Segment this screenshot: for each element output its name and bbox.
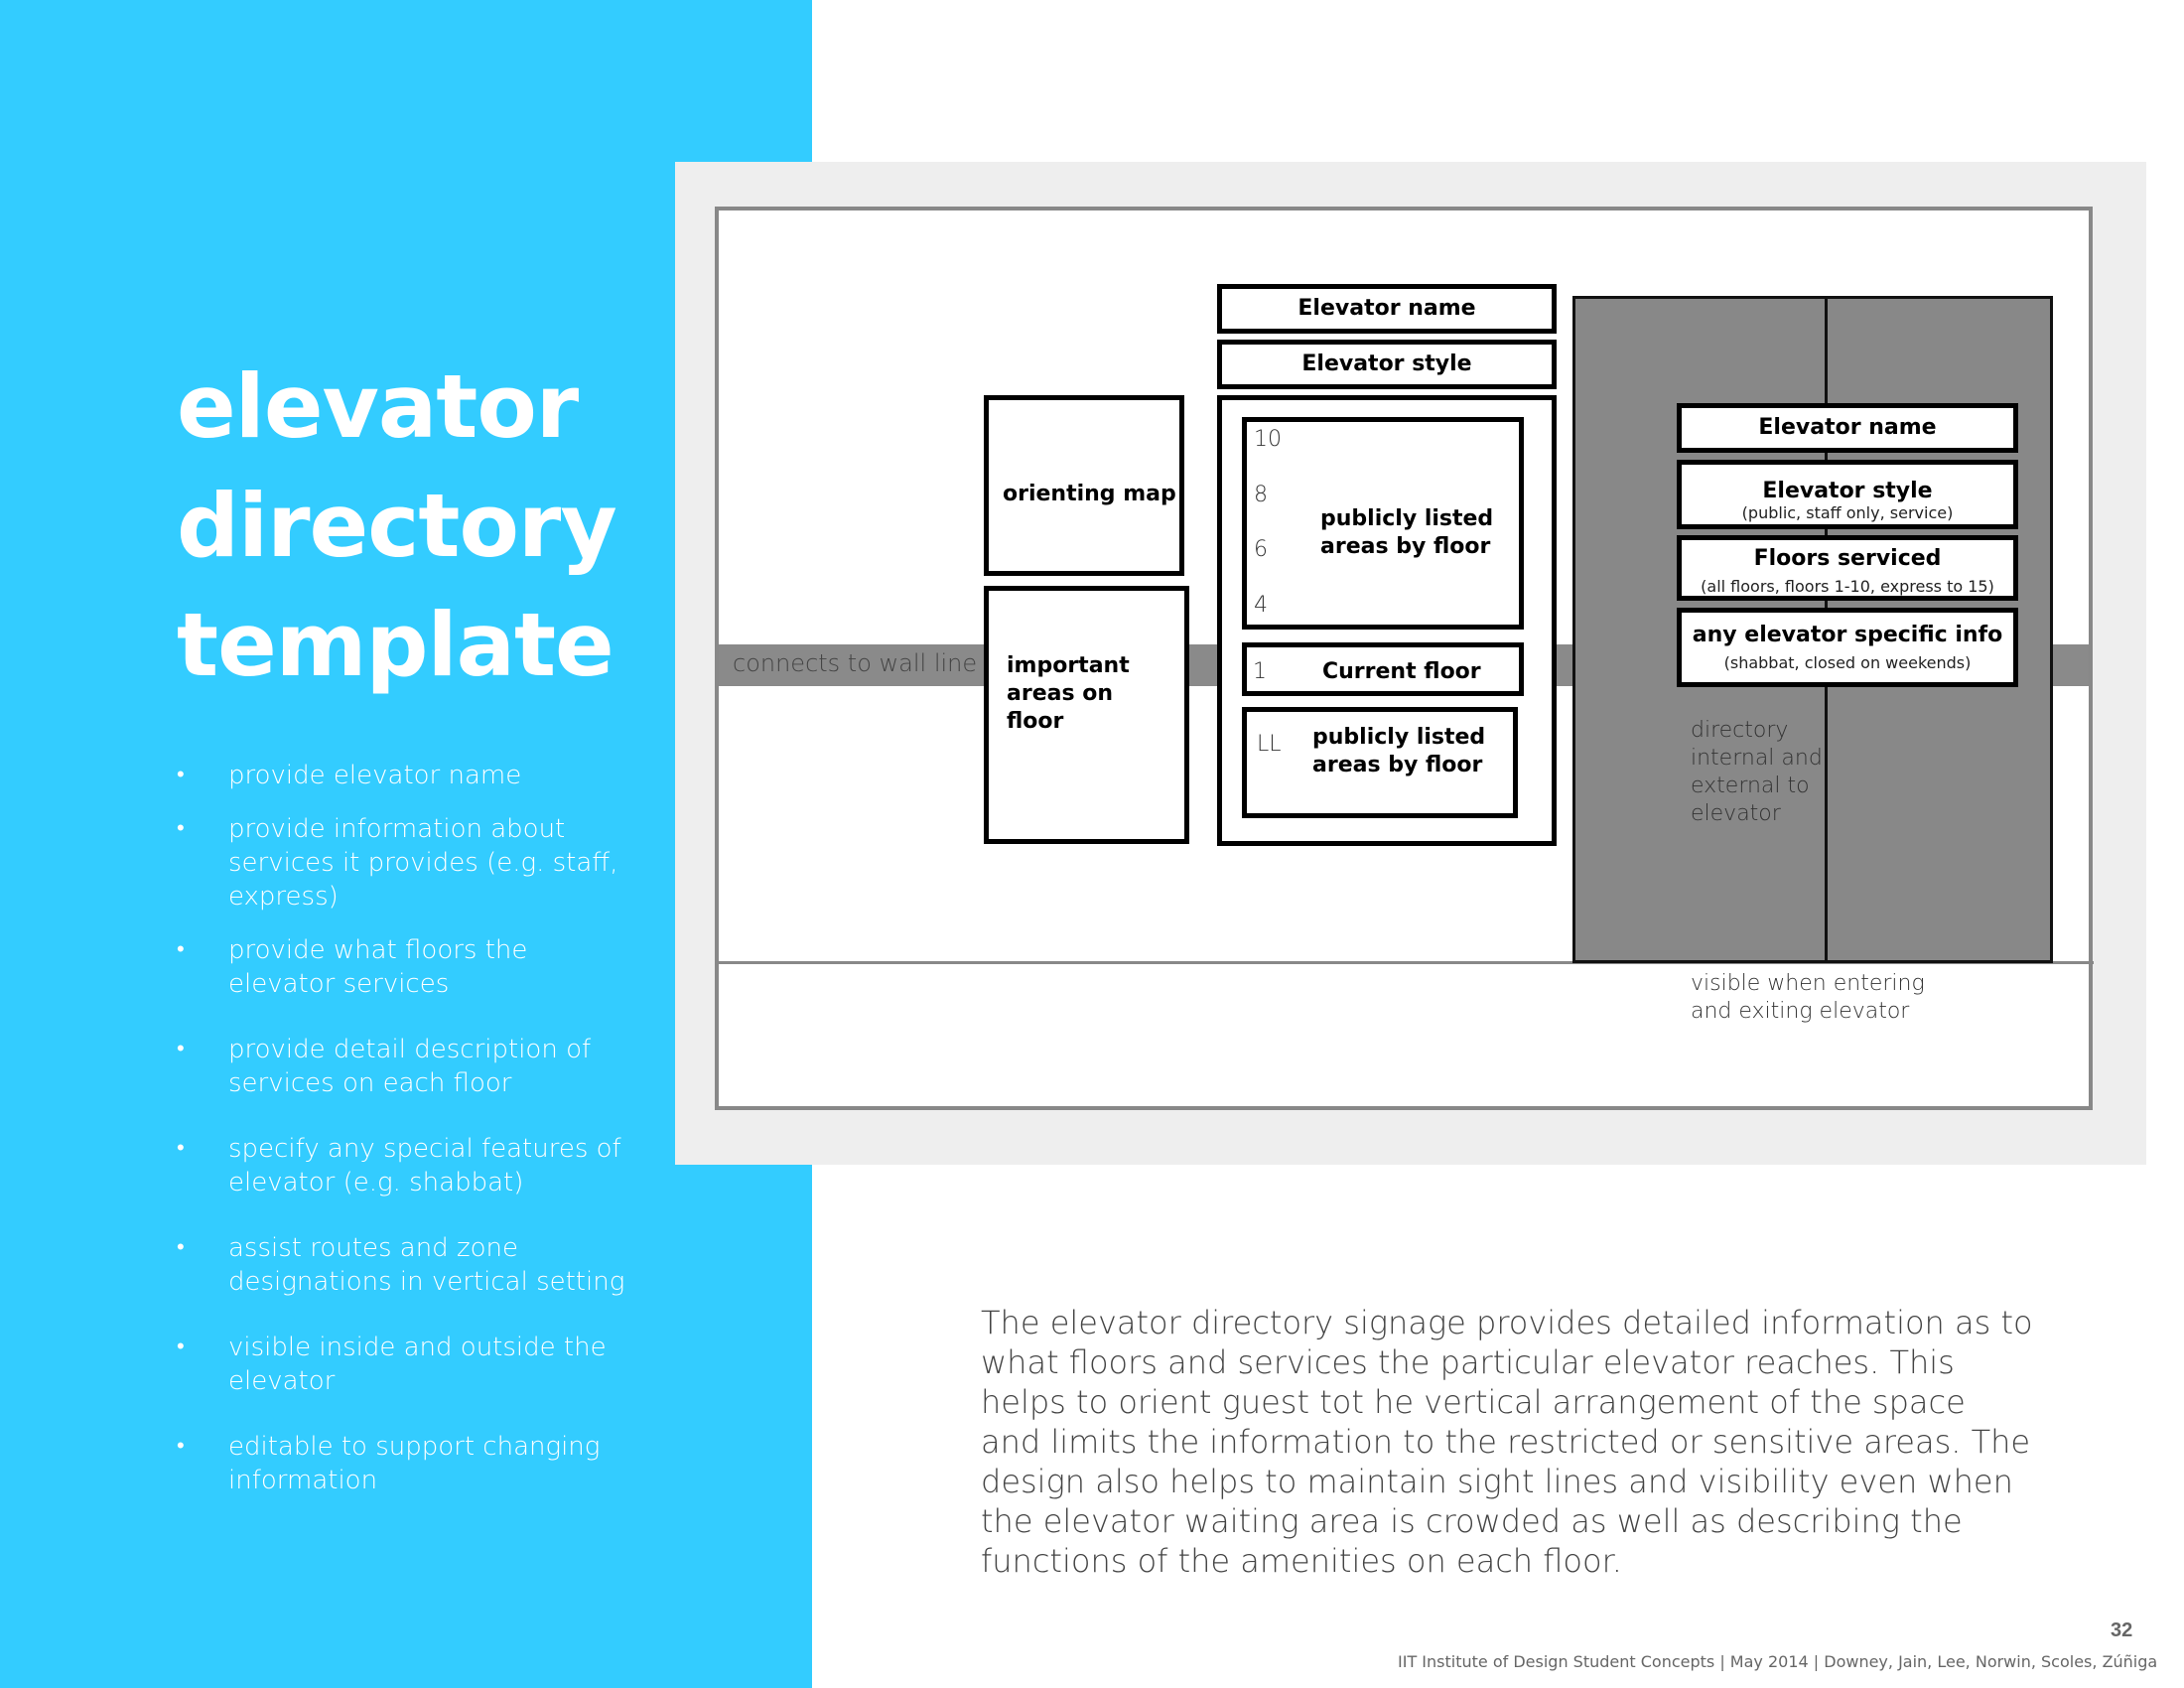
upper-floor-listing-box: publicly listed areas by floor [1242,417,1524,630]
visibility-note-line: visible when entering [1691,971,1925,996]
important-areas-box: important areas on floor [984,586,1189,844]
panel-elevator-info-box: any elevator specific info (shabbat, clo… [1677,608,2018,687]
lower-floor-number: LL [1257,732,1282,757]
list-item: • provide information about services it p… [177,812,633,914]
visibility-note-line: and exiting elevator [1691,999,1910,1024]
bullet-icon: • [177,763,185,787]
bullet-icon: • [177,1434,185,1459]
panel-elevator-info-sub: (shabbat, closed on weekends) [1723,653,1972,672]
bullet-icon: • [177,1136,185,1161]
title-line: template [177,594,614,696]
bullet-icon: • [177,1037,185,1061]
credits-line: IIT Institute of Design Student Concepts… [1398,1652,2158,1671]
page-title: elevator directory template [177,348,617,705]
description-paragraph: The elevator directory signage provides … [981,1304,2033,1580]
door-note: directory internal and external to eleva… [1691,717,1823,828]
current-floor-box: 1 Current floor [1242,642,1524,696]
bullet-icon: • [177,1335,185,1359]
title-line: elevator [177,355,579,458]
floor-number: 6 [1254,537,1268,562]
door-note-line: directory [1691,718,1789,743]
feature-list: • provide elevator name • provide informat… [177,759,633,1497]
list-item-text: visible inside and outside the elevator [228,1333,607,1396]
floor-number: 4 [1254,593,1268,618]
list-item-text: editable to support changing information [228,1432,601,1495]
current-floor-number: 1 [1253,659,1267,684]
list-item: • specify any special features of elevato… [177,1132,633,1199]
title-line: directory [177,475,617,577]
upper-floor-listing-label: publicly listed areas by floor [1320,506,1494,559]
list-item-text: provide information about services it pr… [228,814,618,912]
panel-elevator-style-label: Elevator style [1762,479,1933,503]
list-item: • provide detail description of services … [177,1033,633,1100]
door-note-line: external to [1691,774,1810,798]
panel-floors-serviced-sub: (all floors, floors 1-10, express to 15) [1701,577,1994,596]
lower-floor-listing-box: LL publicly listed areas by floor [1242,707,1518,818]
page-number: 32 [2111,1619,2133,1641]
panel-floors-serviced-label: Floors serviced [1753,546,1942,571]
bullet-icon: • [177,1235,185,1260]
panel-elevator-info-label: any elevator specific info [1692,623,2003,647]
list-item-text: provide what floors the elevator service… [228,935,528,999]
list-item-text: specify any special features of elevator… [228,1134,621,1197]
floor-number: 10 [1254,427,1282,452]
visibility-note: visible when entering and exiting elevat… [1691,970,1925,1026]
list-item: • visible inside and outside the elevator [177,1331,633,1398]
list-item: • provide what floors the elevator servic… [177,933,633,1001]
elevator-name-label: Elevator name [1297,296,1476,321]
bullet-icon: • [177,816,185,841]
panel-elevator-style-sub: (public, staff only, service) [1741,503,1954,522]
elevator-style-box: Elevator style [1217,340,1557,389]
elevator-style-label: Elevator style [1301,352,1472,376]
orienting-map-box: orienting map [984,395,1184,576]
door-note-line: elevator [1691,801,1781,826]
panel-elevator-name-label: Elevator name [1758,415,1937,440]
floor-line [719,961,2094,964]
floor-number: 8 [1254,483,1268,507]
bullet-icon: • [177,937,185,962]
lower-floor-listing-label: publicly listed areas by floor [1312,725,1486,777]
panel-floors-serviced-box: Floors serviced (all floors, floors 1-10… [1677,535,2018,601]
wall-line-label: connects to wall line [733,649,978,677]
panel-elevator-style-box: Elevator style (public, staff only, serv… [1677,460,2018,529]
panel-elevator-name-box: Elevator name [1677,403,2018,453]
orienting-map-label: orienting map [1003,482,1176,506]
list-item: • editable to support changing informatio… [177,1430,633,1497]
door-note-line: internal and [1691,746,1823,771]
current-floor-label: Current floor [1322,659,1481,684]
list-item-text: provide elevator name [228,761,522,790]
list-item: • assist routes and zone designations in … [177,1231,633,1299]
list-item-text: provide detail description of services o… [228,1035,592,1098]
list-item: • provide elevator name [177,759,633,792]
important-areas-label: important areas on floor [1007,653,1130,734]
list-item-text: assist routes and zone designations in v… [228,1233,625,1297]
elevator-name-box: Elevator name [1217,284,1557,334]
